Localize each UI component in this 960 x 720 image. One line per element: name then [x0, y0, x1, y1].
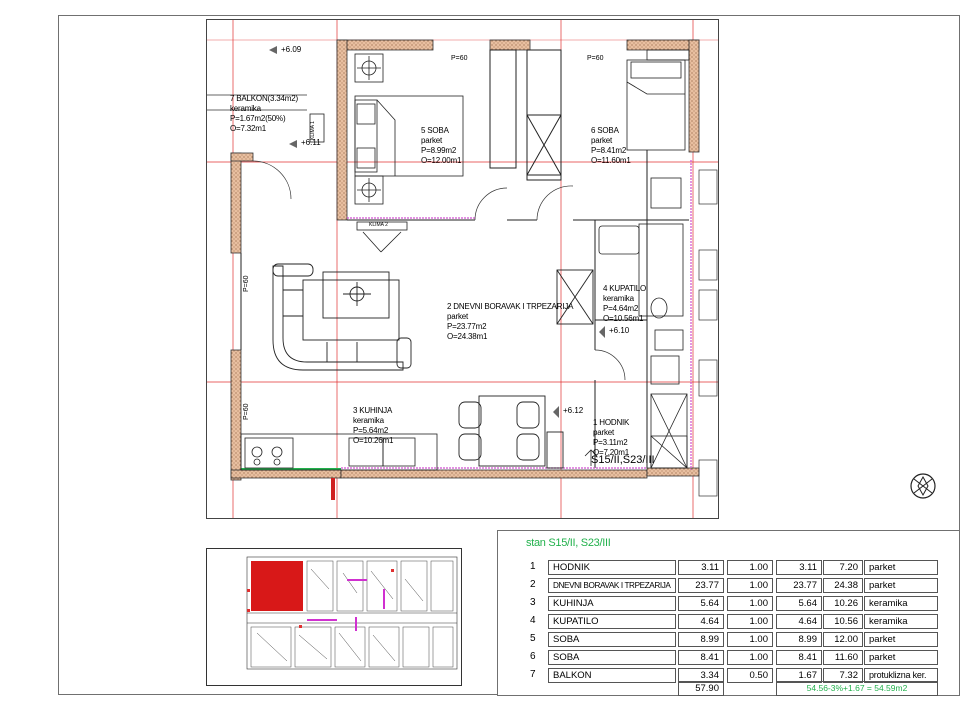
- klima-label: KLIMA 1: [310, 121, 316, 140]
- cell-floor: keramika: [864, 614, 938, 629]
- cell-floor: keramika: [864, 596, 938, 611]
- table-row: 1 HODNIK 3.11 1.00 3.11 7.20 parket: [498, 560, 960, 578]
- net-area-formula: 54.56-3%+1.67 = 54.59m2: [776, 681, 938, 696]
- level-mark: +6.09: [281, 45, 302, 54]
- table-row: 3 KUHINJA 5.64 1.00 5.64 10.26 keramika: [498, 596, 960, 614]
- area-table: stan S15/II, S23/III 1 HODNIK 3.11 1.00 …: [497, 530, 960, 696]
- cell-net: 5.64: [776, 596, 822, 611]
- cell-perimeter: 7.32: [823, 668, 863, 683]
- cell-net: 23.77: [776, 578, 822, 593]
- cell-name: HODNIK: [548, 560, 676, 575]
- cell-floor: parket: [864, 650, 938, 665]
- cell-area: 3.34: [678, 668, 724, 683]
- cell-name: KUPATILO: [548, 614, 676, 629]
- cell-no: 2: [530, 579, 536, 590]
- cell-name: SOBA: [548, 650, 676, 665]
- table-total-row: 57.90 54.56-3%+1.67 = 54.59m2: [498, 681, 960, 699]
- table-row: 7 BALKON 3.34 0.50 1.67 7.32 protuklizna…: [498, 668, 960, 686]
- window-mark: P=60: [451, 55, 468, 62]
- cell-perimeter: 10.26: [823, 596, 863, 611]
- cell-area: 23.77: [678, 578, 724, 593]
- cell-perimeter: 10.56: [823, 614, 863, 629]
- cell-area: 4.64: [678, 614, 724, 629]
- cell-floor: parket: [864, 560, 938, 575]
- table-row: 5 SOBA 8.99 1.00 8.99 12.00 parket: [498, 632, 960, 650]
- level-mark: +6.12: [563, 406, 584, 415]
- cell-coef: 1.00: [727, 596, 773, 611]
- apartment-label: S15/II,S23/III: [591, 454, 655, 466]
- total-area: 57.90: [678, 681, 724, 696]
- cell-no: 1: [530, 561, 536, 572]
- cell-net: 8.99: [776, 632, 822, 647]
- cell-net: 8.41: [776, 650, 822, 665]
- cell-coef: 1.00: [727, 578, 773, 593]
- cell-name: SOBA: [548, 632, 676, 647]
- cell-perimeter: 11.60: [823, 650, 863, 665]
- cell-coef: 1.00: [727, 632, 773, 647]
- level-mark: +6.11: [301, 138, 321, 147]
- cell-coef: 1.00: [727, 614, 773, 629]
- cell-coef: 1.00: [727, 560, 773, 575]
- cell-area: 8.99: [678, 632, 724, 647]
- cell-no: 5: [530, 633, 536, 644]
- cell-floor: parket: [864, 632, 938, 647]
- cell-no: 3: [530, 597, 536, 608]
- cell-area: 3.11: [678, 560, 724, 575]
- cell-name: KUHINJA: [548, 596, 676, 611]
- key-plan-drawing: [246, 556, 458, 670]
- cell-floor: protuklizna ker.: [864, 668, 938, 683]
- level-mark: +6.10: [609, 326, 630, 335]
- cell-net: 1.67: [776, 668, 822, 683]
- klima-label: KLIMA 2: [369, 222, 388, 228]
- cell-name: DNEVNI BORAVAK I TRPEZARIJA: [548, 578, 676, 593]
- cell-coef: 1.00: [727, 650, 773, 665]
- cell-no: 6: [530, 651, 536, 662]
- cell-perimeter: 24.38: [823, 578, 863, 593]
- window-mark: P=60: [243, 275, 250, 292]
- cell-name: BALKON: [548, 668, 676, 683]
- cell-coef: 0.50: [727, 668, 773, 683]
- cell-no: 4: [530, 615, 536, 626]
- cell-perimeter: 12.00: [823, 632, 863, 647]
- table-row: 4 KUPATILO 4.64 1.00 4.64 10.56 keramika: [498, 614, 960, 632]
- table-title: stan S15/II, S23/III: [526, 537, 611, 549]
- floor-plan-drawing: [207, 20, 718, 518]
- window-mark: P=60: [587, 55, 604, 62]
- table-row: 2 DNEVNI BORAVAK I TRPEZARIJA 23.77 1.00…: [498, 578, 960, 596]
- cell-area: 5.64: [678, 596, 724, 611]
- window-mark: P=60: [243, 403, 250, 420]
- cell-area: 8.41: [678, 650, 724, 665]
- cell-floor: parket: [864, 578, 938, 593]
- table-row: 6 SOBA 8.41 1.00 8.41 11.60 parket: [498, 650, 960, 668]
- cell-net: 3.11: [776, 560, 822, 575]
- cell-net: 4.64: [776, 614, 822, 629]
- key-plan: [206, 548, 462, 686]
- cell-no: 7: [530, 669, 536, 680]
- north-arrow-icon: [910, 473, 936, 499]
- cell-perimeter: 7.20: [823, 560, 863, 575]
